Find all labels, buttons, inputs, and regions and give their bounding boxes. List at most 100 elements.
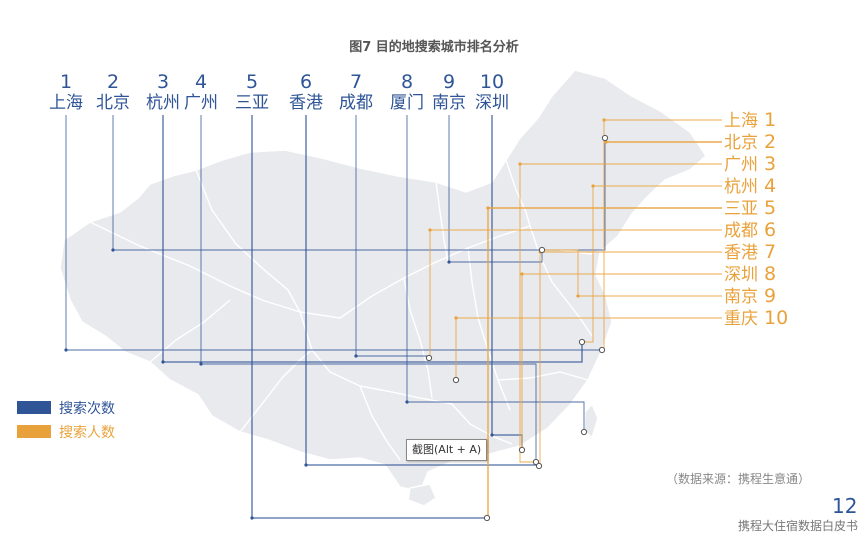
city-marker-重庆 <box>452 376 460 384</box>
search-count-rank-9: 9 <box>442 71 456 93</box>
search-count-rank-8: 8 <box>400 71 414 93</box>
search-count-connector-7 <box>355 115 430 358</box>
searcher-count-row-5: 三亚 5 <box>724 197 834 219</box>
search-count-rank-1: 1 <box>59 71 73 93</box>
city-marker-南京 <box>538 246 546 254</box>
footer-report-title: 携程大住宿数据白皮书 <box>738 519 859 533</box>
city-marker-广州 <box>532 458 540 466</box>
search-count-city-4: 广州 <box>184 93 218 113</box>
searcher-count-connector-3 <box>519 163 722 463</box>
legend-swatch-searcher-count <box>17 425 51 438</box>
city-marker-北京 <box>601 134 609 142</box>
search-count-city-1: 上海 <box>49 93 83 113</box>
searcher-count-connector-4 <box>582 185 722 343</box>
search-count-joint-8 <box>405 400 409 404</box>
searcher-count-rank-1: 1 <box>764 109 777 131</box>
searcher-count-joint-5 <box>486 206 490 210</box>
searcher-count-joint-6 <box>428 228 432 232</box>
searcher-count-city-7: 香港 <box>724 243 758 263</box>
searcher-count-city-3: 广州 <box>724 155 758 175</box>
city-markers <box>425 134 609 522</box>
search-count-joint-3 <box>161 360 165 364</box>
city-marker-深圳 <box>518 446 526 454</box>
search-count-city-6: 香港 <box>289 93 323 113</box>
legend-item-search-count: 搜索次数 <box>17 401 115 417</box>
search-count-rank-6: 6 <box>299 71 313 93</box>
searcher-count-joint-4 <box>591 184 595 188</box>
city-marker-成都 <box>425 354 433 362</box>
searcher-count-joint-1 <box>602 118 606 122</box>
searcher-count-city-8: 深圳 <box>724 265 758 285</box>
city-marker-香港 <box>535 462 543 470</box>
searcher-count-row-4: 杭州 4 <box>724 175 834 197</box>
search-count-city-2: 北京 <box>96 93 130 113</box>
searcher-count-row-8: 深圳 8 <box>724 263 834 285</box>
searcher-count-city-6: 成都 <box>724 221 758 241</box>
search-count-connector-3 <box>162 115 583 363</box>
legend-item-searcher-count: 搜索人数 <box>17 425 115 441</box>
legend-swatch-search-count <box>17 401 51 414</box>
search-count-connector-6 <box>305 115 540 466</box>
search-count-joint-7 <box>354 354 358 358</box>
search-count-joint-2 <box>111 248 115 252</box>
searcher-count-joint-3 <box>518 162 522 166</box>
data-source-note: （数据来源：携程生意通） <box>666 472 811 486</box>
searcher-count-row-7: 香港 7 <box>724 241 834 263</box>
searcher-count-city-1: 上海 <box>724 111 758 131</box>
searcher-count-row-10: 重庆 10 <box>724 307 834 329</box>
searcher-count-joint-8 <box>520 272 524 276</box>
searcher-count-rank-3: 3 <box>764 153 777 175</box>
search-count-city-9: 南京 <box>432 93 466 113</box>
search-count-city-10: 深圳 <box>475 93 509 113</box>
searcher-count-connector-10 <box>455 317 722 380</box>
search-count-rank-3: 3 <box>156 71 170 93</box>
search-count-rank-5: 5 <box>245 71 259 93</box>
search-count-city-3: 杭州 <box>146 93 180 113</box>
city-marker-杭州 <box>578 338 586 346</box>
search-count-joint-6 <box>304 463 308 467</box>
searcher-count-rank-7: 7 <box>764 241 777 263</box>
searcher-count-connector-9 <box>542 249 722 297</box>
city-marker-厦门 <box>580 428 588 436</box>
search-count-rank-4: 4 <box>194 71 208 93</box>
search-count-joint-1 <box>64 348 68 352</box>
search-count-joint-5 <box>250 516 254 520</box>
city-marker-三亚 <box>483 514 491 522</box>
searcher-count-rank-4: 4 <box>764 175 777 197</box>
search-count-city-7: 成都 <box>339 93 373 113</box>
screenshot-tooltip: 截图(Alt + A) <box>406 439 488 461</box>
searcher-count-city-2: 北京 <box>724 133 758 153</box>
search-count-connector-2 <box>112 115 606 251</box>
searcher-count-rank-5: 5 <box>764 197 777 219</box>
page-number: 12 <box>832 494 858 518</box>
searcher-count-rank-8: 8 <box>764 263 777 285</box>
searcher-count-joint-10 <box>454 316 458 320</box>
searcher-count-connector-2 <box>605 137 722 143</box>
searcher-count-rank-10: 10 <box>764 307 789 329</box>
search-count-connector-10 <box>491 115 523 450</box>
searcher-count-city-5: 三亚 <box>724 199 758 219</box>
searcher-count-city-10: 重庆 <box>724 309 758 329</box>
search-count-city-5: 三亚 <box>235 93 269 113</box>
search-count-city-8: 厦门 <box>390 93 424 113</box>
hainan-island <box>407 483 437 507</box>
searcher-count-connector-1 <box>602 119 722 351</box>
search-count-connector-9 <box>448 115 543 263</box>
legend-label-search-count: 搜索次数 <box>59 401 115 417</box>
searcher-count-joint-9 <box>576 294 580 298</box>
search-count-connector-4 <box>200 115 537 462</box>
city-marker-上海 <box>598 346 606 354</box>
search-count-rank-2: 2 <box>106 71 120 93</box>
searcher-count-city-9: 南京 <box>724 287 758 307</box>
search-count-rank-10: 10 <box>479 71 505 93</box>
searcher-count-city-4: 杭州 <box>724 177 758 197</box>
searcher-count-connector-7 <box>539 251 722 467</box>
search-count-joint-4 <box>199 362 203 366</box>
chart-title: 图7 目的地搜索城市排名分析 <box>349 40 519 55</box>
